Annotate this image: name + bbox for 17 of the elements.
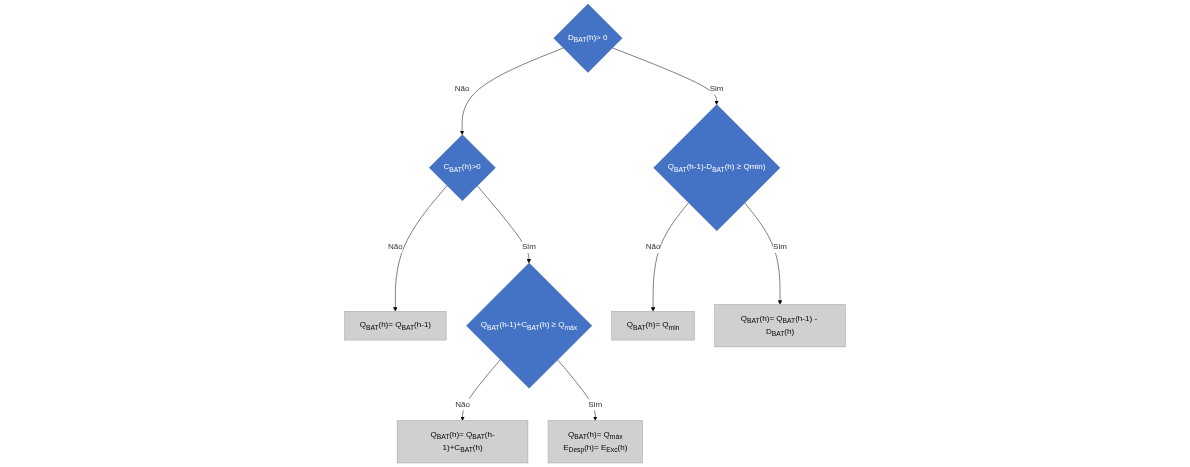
- node-box: Q$_{BAT}$(h)= Q$_{BAT}$(h-1)+C$_{BAT}$(h): [396, 420, 529, 464]
- node-box: Q$_{BAT}$(h)= Q$_{min}$: [611, 311, 695, 341]
- node-diamond: Q$_{BAT}$(h-1)-D$_{BAT}$(h) ≥ Qmin): [653, 104, 781, 232]
- edge-label: Sim: [521, 242, 536, 251]
- edge-label: Sim: [709, 83, 724, 93]
- edge-label: Não: [387, 242, 403, 251]
- edge-label: Sim: [588, 399, 603, 409]
- node-diamond: Q$_{BAT}$(h-1)+C$_{BAT}$(h) ≥ Q$_{máx}$: [466, 262, 593, 389]
- edge-label: Não: [645, 242, 661, 251]
- node-box: Q$_{BAT}$(h)= Q$_{BAT}$(h-1) - D$_{BAT}$(h): [714, 304, 846, 348]
- node-box: Q$_{BAT}$(h)= Q$_{máx}$ E$_{Desp}$(h)= E$_{Exc}$(h): [547, 420, 643, 464]
- edge-label: Sim: [773, 242, 787, 251]
- edge-label: Não: [455, 399, 470, 409]
- node-diamond: D$_{BAT}$(h)> 0: [553, 3, 623, 73]
- node-diamond: C$_{BAT}$(h)>0: [429, 134, 496, 202]
- edge-label: Não: [454, 83, 470, 93]
- node-box: Q$_{BAT}$(h)= Q$_{BAT}$(h-1): [344, 311, 447, 341]
